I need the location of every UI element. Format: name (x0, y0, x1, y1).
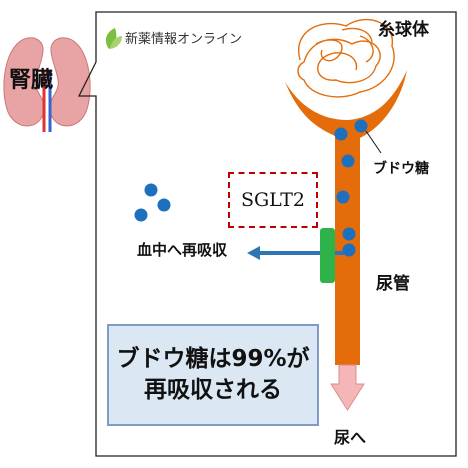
glucose-dot (341, 154, 355, 168)
glucose-dot (134, 208, 148, 222)
kidney-icon (3, 37, 91, 132)
glucose-dot (157, 198, 171, 212)
urine-arrow (330, 364, 365, 411)
glucose-dot (354, 119, 368, 133)
glucose-molecules (134, 119, 368, 257)
glucose-leader-line (365, 130, 382, 154)
reabsorb-label: 血中へ再吸収 (137, 241, 228, 259)
callout-frame (77, 11, 457, 457)
sglt2-transporter (320, 228, 335, 283)
info-box: ブドウ糖は99%が 再吸収される (107, 324, 319, 426)
glucose-dot (342, 243, 356, 257)
brand-text: 新薬情報オンライン (125, 32, 243, 47)
glomerulus-coil (297, 18, 395, 98)
glomerulus-label: 糸球体 (378, 20, 429, 40)
urine-label: 尿へ (334, 428, 367, 447)
glucose-label: ブドウ糖 (373, 161, 429, 177)
glucose-dot (342, 227, 356, 241)
tubule-shape (285, 70, 407, 365)
kidney-label: 腎臓 (9, 68, 54, 93)
sglt2-label: SGLT2 (240, 189, 306, 211)
info-line-1: ブドウ糖は99%が (116, 345, 310, 372)
info-line-2: 再吸収される (144, 377, 282, 403)
tubule-label: 尿管 (376, 274, 410, 294)
sglt2-label-box: SGLT2 (228, 172, 318, 228)
glucose-dot (336, 190, 350, 204)
brand-logo-icon (105, 28, 122, 49)
glucose-dot (334, 127, 348, 141)
glucose-dot (144, 183, 158, 197)
